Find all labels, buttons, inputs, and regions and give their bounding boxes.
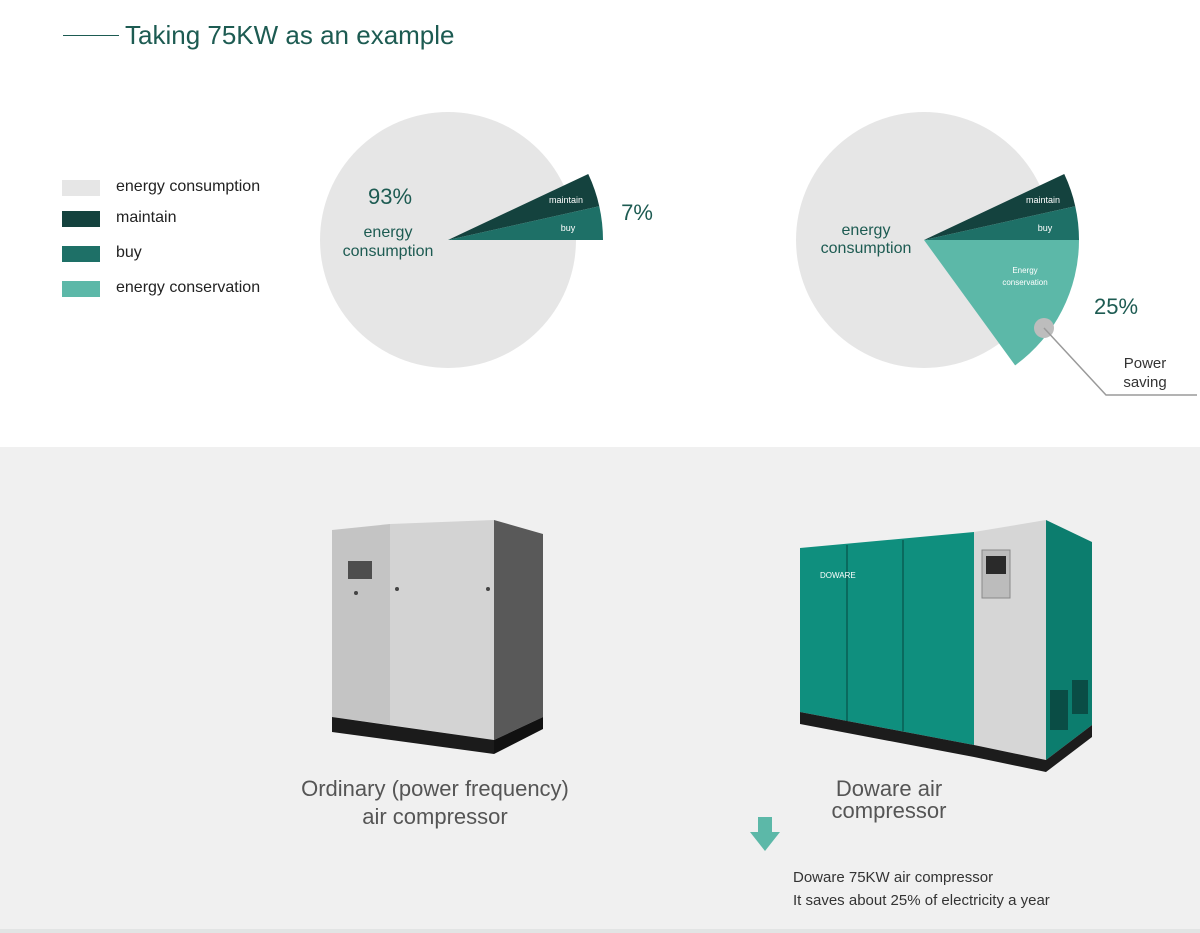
- legend-swatch: [62, 246, 100, 262]
- pie1-main-label-2: consumption: [343, 243, 434, 260]
- pie2-main-label-2: consumption: [821, 240, 912, 257]
- pie2-cons-label-1: Energy: [1012, 266, 1037, 275]
- ordinary-left-panel: [332, 524, 390, 725]
- ordinary-caption-line-2: air compressor: [362, 804, 508, 829]
- down-arrow-shaft: [758, 817, 772, 833]
- savings-note-line-2: It saves about 25% of electricity a year: [793, 892, 1050, 909]
- pie-chart-ordinary: 93% energy consumption maintain buy 7%: [320, 112, 653, 368]
- doware-front-panel: [800, 532, 974, 745]
- slice-maintain: [448, 174, 600, 240]
- pie2-cons-pct: 25%: [1094, 294, 1138, 319]
- slice-maintain: [924, 174, 1076, 240]
- pie2-maintain-label: maintain: [1026, 195, 1060, 205]
- pie1-maintain-label: maintain: [549, 195, 583, 205]
- doware-brand-badge: DOWARE: [820, 571, 856, 580]
- legend-swatch: [62, 281, 100, 297]
- doware-vent: [1050, 690, 1068, 730]
- legend-swatch: [62, 211, 100, 227]
- doware-screen: [986, 556, 1006, 574]
- callout-line: [1043, 327, 1197, 396]
- ordinary-latch: [486, 587, 490, 591]
- ordinary-base: [332, 717, 494, 754]
- page-title: Taking 75KW as an example: [125, 20, 455, 50]
- ordinary-side-panel: [494, 520, 543, 740]
- legend-label: buy: [116, 244, 142, 261]
- pie2-buy-label: buy: [1038, 223, 1053, 233]
- ordinary-caption-line-1: Ordinary (power frequency): [301, 776, 569, 801]
- title-rule: [63, 35, 119, 36]
- savings-note-line-1: Doware 75KW air compressor: [793, 869, 994, 886]
- pie1-small-pct: 7%: [621, 200, 653, 225]
- legend-label: energy consumption: [116, 178, 261, 195]
- pie1-main-label-1: energy: [364, 224, 413, 241]
- ordinary-caption: Ordinary (power frequency) air compresso…: [272, 775, 598, 831]
- ordinary-latch: [395, 587, 399, 591]
- pie2-main-label-1: energy: [842, 222, 891, 239]
- doware-base: [800, 712, 1092, 772]
- callout-label-2: saving: [1123, 374, 1166, 391]
- callout-label-1: Power: [1124, 355, 1167, 372]
- legend-swatch: [62, 180, 100, 196]
- ordinary-display: [348, 561, 372, 579]
- bottom-edge: [0, 929, 1200, 933]
- doware-caption-line-2: compressor: [831, 798, 947, 823]
- doware-caption-line-1: Doware air: [835, 776, 943, 801]
- legend-label: maintain: [116, 209, 177, 226]
- down-arrow-icon: [750, 817, 780, 851]
- pie1-buy-label: buy: [561, 223, 576, 233]
- pie2-cons-label-2: conservation: [1002, 278, 1047, 287]
- doware-caption: Doware air compressor: [786, 778, 992, 822]
- ordinary-latch: [354, 591, 358, 595]
- ordinary-front-panel: [390, 520, 494, 740]
- pie1-main-pct: 93%: [368, 184, 412, 209]
- legend-label: energy conservation: [116, 279, 261, 296]
- slice-buy: [448, 206, 603, 240]
- doware-vent: [1072, 680, 1088, 714]
- pie-chart-doware: energy consumption maintain buy Energy c…: [796, 112, 1197, 396]
- ordinary-base-side: [494, 717, 543, 754]
- down-arrow-head: [750, 832, 780, 851]
- slice-buy: [924, 206, 1079, 240]
- savings-note: Doware 75KW air compressor It saves abou…: [793, 866, 1050, 912]
